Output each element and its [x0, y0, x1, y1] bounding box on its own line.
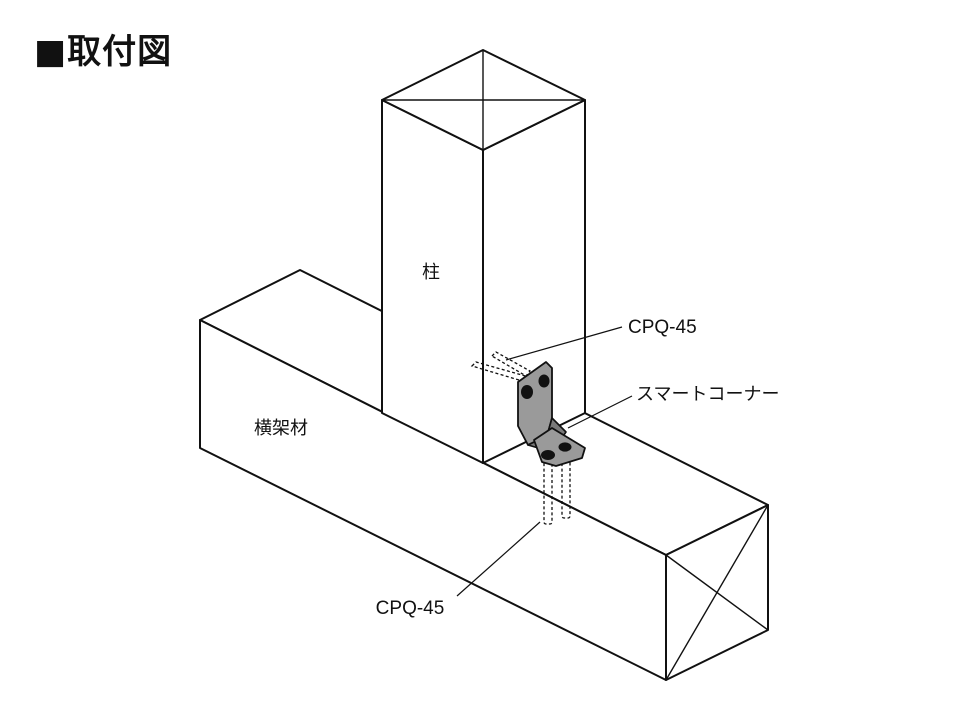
beam-label: 横架材 — [254, 418, 308, 439]
bracket-label: スマートコーナー — [636, 384, 779, 405]
drawing-title: ■取付図 — [34, 32, 173, 72]
leader-lower-screw — [456, 521, 541, 597]
bracket-hole-3 — [541, 450, 555, 460]
upper-screw-label: CPQ-45 — [628, 317, 697, 338]
upper-screw-2 — [490, 351, 531, 377]
bracket-hole-4 — [558, 442, 572, 452]
bracket-hole-1 — [521, 385, 533, 399]
leader-upper-screw — [505, 326, 623, 361]
lower-screw-label: CPQ-45 — [376, 598, 445, 619]
bracket-hole-2 — [538, 374, 550, 388]
upper-screw-1 — [470, 361, 545, 387]
column — [381, 49, 586, 464]
smart-corner-bracket — [517, 361, 586, 467]
upper-screws — [470, 351, 545, 387]
beam-end-diagonal-b — [665, 504, 769, 681]
column-label: 柱 — [422, 262, 440, 283]
leader-bracket — [567, 395, 633, 429]
